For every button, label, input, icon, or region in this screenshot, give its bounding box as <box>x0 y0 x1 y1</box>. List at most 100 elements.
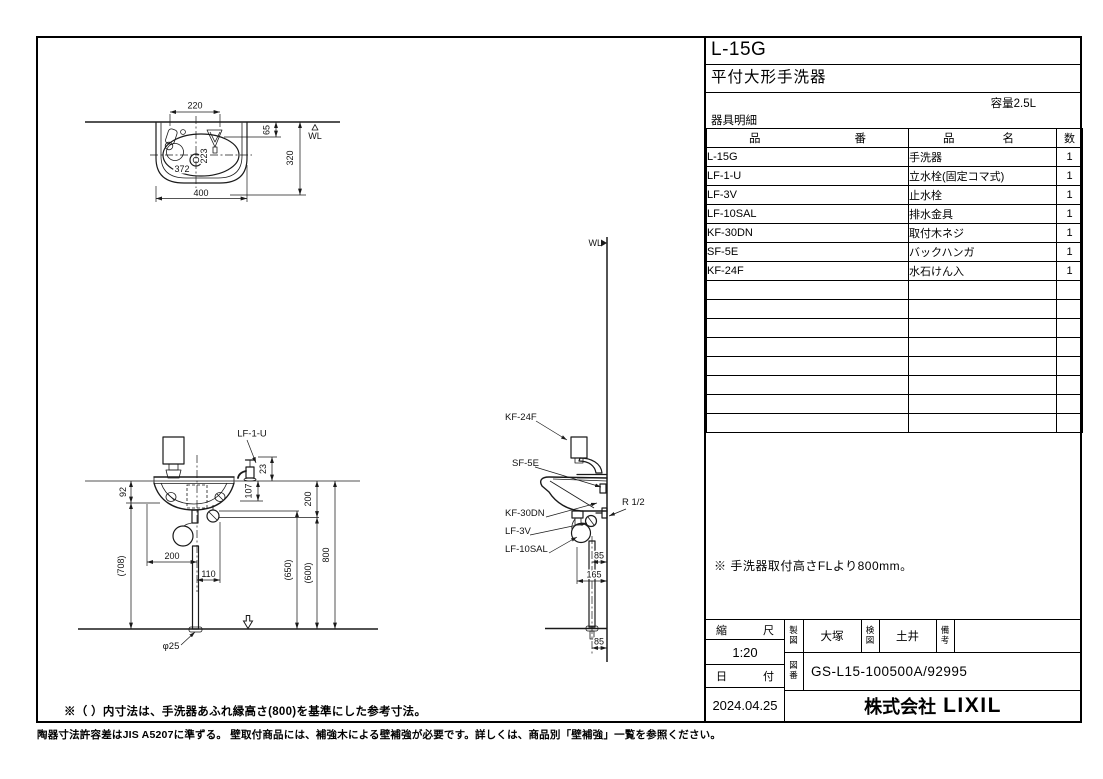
table-row: LF-3V 止水栓 1 <box>706 185 1083 205</box>
table-row: KF-24F 水石けん入 1 <box>706 261 1083 281</box>
label-lf-10sal: LF-10SAL <box>505 544 548 555</box>
part-qty: 1 <box>1056 166 1083 186</box>
soap-dispenser-plan <box>164 141 184 161</box>
product-code: L-15G <box>711 39 767 60</box>
drain-fitting-side <box>571 510 584 526</box>
wl-marker: WL <box>308 124 322 141</box>
label-kf-24f: KF-24F <box>505 412 537 423</box>
dim-92: 92 <box>118 487 128 497</box>
side-view-drawing: WL <box>505 237 645 662</box>
label-lf-3v: LF-3V <box>505 526 532 537</box>
table-header-row: 品 番 品 名 数 <box>706 128 1083 148</box>
dim-400: 400 <box>193 188 208 198</box>
rule <box>706 92 1082 93</box>
rule <box>954 619 955 652</box>
part-qty: 1 <box>1056 185 1083 205</box>
part-no: KF-30DN <box>706 223 909 243</box>
faucet-plan <box>165 128 186 145</box>
wl-label: WL <box>308 131 322 141</box>
part-no: SF-5E <box>706 242 909 262</box>
front-dimensions: 23 92 (708) 107 200 (600) (650) 800 200 … <box>115 456 337 629</box>
part-qty: 1 <box>1056 204 1083 224</box>
scale-label: 縮 尺 <box>716 624 774 637</box>
label-lf-1-u: LF-1-U <box>237 429 267 440</box>
checker-label: 検図 <box>865 624 875 645</box>
wl-label: WL <box>589 238 603 248</box>
wl-marker-side: WL <box>589 238 607 248</box>
rule <box>784 690 1082 691</box>
part-name: 水石けん入 <box>908 261 1057 281</box>
table-row-empty <box>706 318 1083 338</box>
label-r-half: R 1/2 <box>622 497 645 508</box>
rule <box>861 619 862 652</box>
parts-list-label: 器具明細 <box>711 115 757 127</box>
right-panel: L-15G 平付大形手洗器 容量2.5L 器具明細 品 番 品 名 <box>706 37 1083 723</box>
remarks-value <box>954 619 1082 652</box>
rule <box>803 652 804 690</box>
drafter-value: 大塚 <box>820 630 844 643</box>
fl-marker <box>242 615 254 630</box>
company-prefix: 株式会社 <box>864 697 937 717</box>
drain-diameter-callout: φ25 <box>161 631 196 654</box>
faucet-side <box>578 457 603 474</box>
part-name: 止水栓 <box>908 185 1057 205</box>
table-row-empty <box>706 280 1083 300</box>
part-no: KF-24F <box>706 261 909 281</box>
dim-107: 107 <box>244 483 254 498</box>
dim-800: 800 <box>321 547 331 562</box>
rule <box>879 619 880 652</box>
side-dimensions: 85 165 85 <box>576 547 607 650</box>
dim-165: 165 <box>586 570 601 580</box>
date-value: 2024.04.25 <box>712 697 778 713</box>
dim-65: 65 <box>262 125 272 135</box>
label-kf-30dn: KF-30DN <box>505 508 545 519</box>
rule <box>706 619 1082 620</box>
part-name: バックハンガ <box>908 242 1057 262</box>
dim-220: 220 <box>187 101 202 111</box>
panel-divider-line <box>704 36 706 723</box>
dim-223: 223 <box>199 148 209 163</box>
table-row: LF-10SAL 排水金具 1 <box>706 204 1083 224</box>
rule <box>784 619 785 723</box>
table-row-empty <box>706 394 1083 414</box>
product-name: 平付大形手洗器 <box>711 69 827 86</box>
faucet-front <box>237 459 257 482</box>
parts-table: 品 番 品 名 数 L-15G 手洗器 1 LF-1-U <box>706 128 1083 433</box>
company-name: LIXIL <box>943 694 1002 717</box>
rule <box>706 639 784 640</box>
plan-dimensions: 220 65 320 400 372 223 <box>155 99 306 202</box>
date-label: 日 付 <box>716 671 774 683</box>
part-qty: 1 <box>1056 223 1083 243</box>
dim-320: 320 <box>285 150 295 165</box>
dim-23: 23 <box>258 464 268 474</box>
remarks-label: 備考 <box>940 624 950 645</box>
dim-708: (708) <box>116 555 126 576</box>
rule <box>706 664 784 665</box>
checker-value: 土井 <box>896 630 919 643</box>
rule <box>936 619 937 652</box>
table-row-empty <box>706 356 1083 376</box>
front-view-drawing: LF-1-U <box>78 429 378 654</box>
plan-view-drawing: WL 220 <box>85 99 340 202</box>
soap-dispenser-front <box>162 436 185 479</box>
stop-valve-front <box>206 505 220 523</box>
dim-85-upper: 85 <box>594 551 604 561</box>
faucet-callout: LF-1-U <box>237 429 267 464</box>
part-no: L-15G <box>706 147 909 167</box>
basin-side <box>540 473 608 512</box>
table-row-empty <box>706 375 1083 395</box>
drawing-number-value: GS-L15-100500A/92995 <box>811 663 968 679</box>
dim-200-right: 200 <box>303 491 313 506</box>
part-no: LF-3V <box>706 185 909 205</box>
note-mounting-height: ※ 手洗器取付高さFLより800mm。 <box>714 559 913 573</box>
soap-dispenser-side <box>570 436 588 464</box>
part-qty: 1 <box>1056 242 1083 262</box>
note-footer: 陶器寸法許容差はJIS A5207に準ずる。 壁取付商品には、補強木による壁補強… <box>37 729 722 741</box>
drawing-number-label: 図番 <box>789 660 798 680</box>
dim-650: (650) <box>283 559 293 580</box>
scale-value: 1:20 <box>732 644 758 660</box>
part-qty: 1 <box>1056 261 1083 281</box>
table-row: KF-30DN 取付木ネジ 1 <box>706 223 1083 243</box>
dim-110: 110 <box>201 569 215 579</box>
